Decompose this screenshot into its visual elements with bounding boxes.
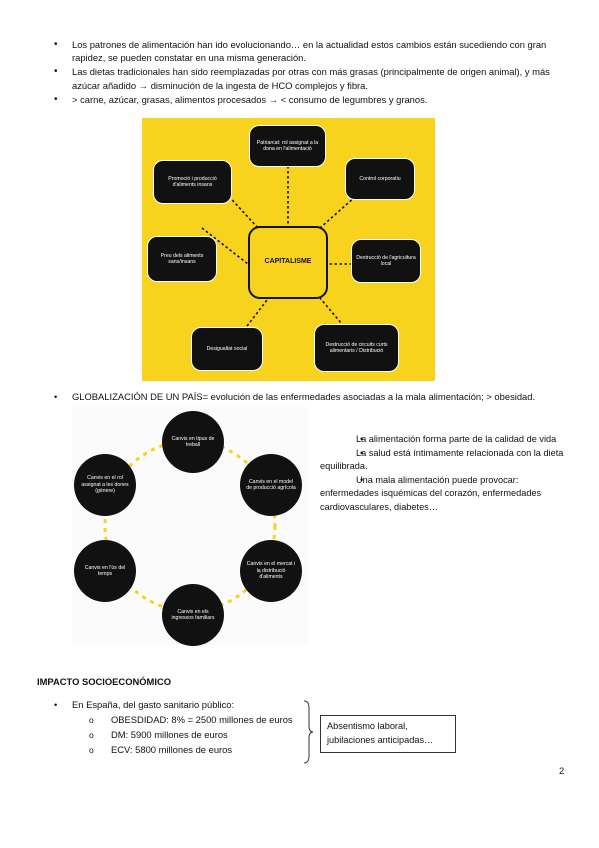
cycle-node-produccio: Canvis en el model de producció agrícola — [240, 454, 302, 516]
point-balanced-diet: La salud está íntimamente relacionada co… — [320, 447, 568, 474]
globalization-bullet: GLOBALIZACIÓN DE UN PAÍS= evolución de l… — [54, 390, 592, 403]
cycle-node-genere: Canvis en el rol assignat a les dones (g… — [74, 454, 136, 516]
node-preu-aliments: Preu dels aliments sans/insans — [147, 236, 217, 282]
node-desigualtat-social: Desigualtat social — [191, 327, 263, 371]
bullet-consumption: > carne, azúcar, grasas, alimentos proce… — [54, 93, 569, 106]
spain-item-ecv: ECV: 5800 millones de euros — [89, 743, 232, 758]
spain-item-obesity: OBESDIDAD: 8% = 2500 millones de euros — [89, 713, 293, 728]
point-bad-diet: Una mala alimentación puede provocar: en… — [320, 474, 568, 515]
node-destruccio-agricultura: Destrucció de l'agricultura local — [351, 239, 421, 283]
cycle-diagram: Canvis en tipus de treball Canvis en el … — [72, 407, 308, 646]
node-promocio-insans: Promoció i producció d'aliments insans — [153, 160, 232, 204]
node-control-corporatiu: Control corporatiu — [345, 158, 415, 200]
health-points: La alimentación forma parte de la calida… — [320, 433, 568, 515]
right-brace — [303, 700, 313, 764]
page-number: 2 — [559, 765, 565, 776]
capitalism-diagram: Patriarcat: rol assignat a la dona en l'… — [142, 118, 435, 381]
spain-intro: En España, del gasto sanitario público: — [54, 698, 234, 713]
cycle-node-ingressos: Canvis en els ingressos familiars — [162, 584, 224, 646]
cycle-node-mercat: Canvis en el mercat i la distribució d'a… — [240, 540, 302, 602]
cycle-node-temps: Canvis en l'ús del temps — [74, 540, 136, 602]
point-quality-of-life: La alimentación forma parte de la calida… — [320, 433, 568, 447]
node-destruccio-circuits: Destrucció de circuits curts alimentaris… — [314, 324, 399, 372]
bullet-traditional-diets: Las dietas tradicionales han sido reempl… — [54, 65, 569, 91]
spain-item-dm: DM: 5900 millones de euros — [89, 728, 228, 743]
node-capitalisme: CAPITALISME — [248, 226, 328, 299]
section-heading: IMPACTO SOCIOECONÓMICO — [37, 676, 172, 687]
note-box: Absentismo laboral, jubilaciones anticip… — [320, 715, 456, 753]
node-patriarcat: Patriarcat: rol assignat a la dona en l'… — [249, 125, 326, 167]
intro-bullet-list: Los patrones de alimentación han ido evo… — [54, 38, 569, 107]
cycle-node-treball: Canvis en tipus de treball — [162, 411, 224, 473]
bullet-patterns: Los patrones de alimentación han ido evo… — [54, 38, 569, 64]
